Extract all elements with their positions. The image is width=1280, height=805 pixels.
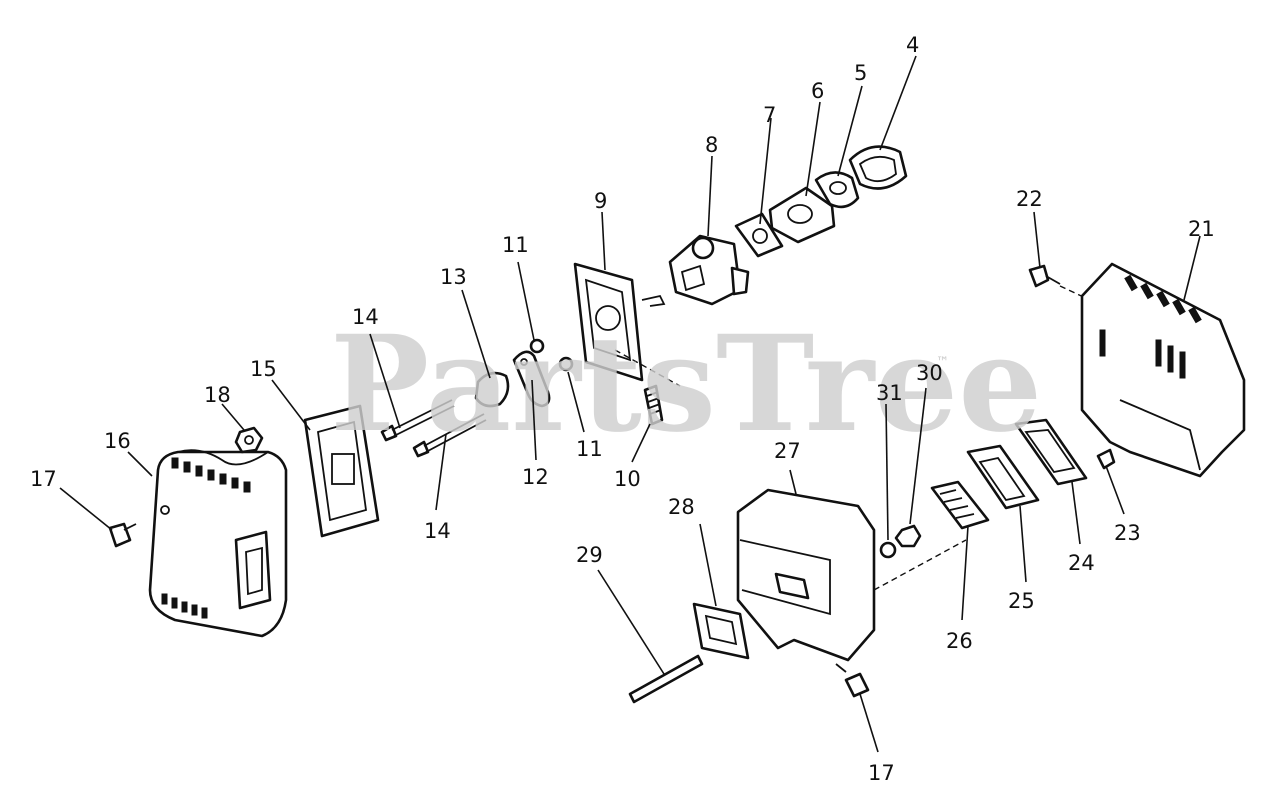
callout-16[interactable]: 16: [104, 429, 131, 453]
exhaust-gasket[interactable]: [966, 444, 1040, 510]
carburetor[interactable]: [668, 234, 750, 306]
callout-11-lower[interactable]: 11: [576, 437, 603, 461]
callout-29[interactable]: 29: [576, 543, 603, 567]
bolt-upper-right[interactable]: [1028, 264, 1091, 301]
callout-31[interactable]: 31: [876, 381, 903, 405]
callout-5[interactable]: 5: [854, 61, 867, 85]
screw-left[interactable]: [108, 522, 137, 548]
callout-13[interactable]: 13: [440, 265, 467, 289]
muffler-gasket[interactable]: [692, 602, 750, 660]
callout-28[interactable]: 28: [668, 495, 695, 519]
callout-18[interactable]: 18: [204, 383, 231, 407]
callout-10[interactable]: 10: [614, 467, 641, 491]
callout-27[interactable]: 27: [774, 439, 801, 463]
hex-nut[interactable]: [894, 524, 922, 548]
callout-4[interactable]: 4: [906, 33, 919, 57]
callout-6[interactable]: 6: [811, 79, 824, 103]
callout-7[interactable]: 7: [763, 103, 776, 127]
insulator-block[interactable]: [768, 186, 836, 244]
muffler-cover[interactable]: [1080, 262, 1246, 478]
callout-24[interactable]: 24: [1068, 551, 1095, 575]
callout-22[interactable]: 22: [1016, 187, 1043, 211]
small-nut-upper[interactable]: [529, 338, 545, 354]
callout-9[interactable]: 9: [594, 189, 607, 213]
filter-gasket[interactable]: [303, 404, 380, 538]
nut[interactable]: [234, 426, 264, 454]
muffler[interactable]: [736, 488, 967, 662]
watermark-text: PartsTree: [330, 307, 1042, 462]
callout-11-upper[interactable]: 11: [502, 233, 529, 257]
callout-26[interactable]: 26: [946, 629, 973, 653]
callout-8[interactable]: 8: [705, 133, 718, 157]
screw-bottom[interactable]: [835, 663, 870, 698]
spring[interactable]: [643, 384, 664, 426]
leader-lines: [59, 55, 1201, 753]
filter-plate[interactable]: [474, 371, 510, 408]
air-cleaner-cover[interactable]: [148, 449, 288, 638]
callout-numbers: 4 5 6 7 8 9 10 11 11 12 13 14 14 15 16 1…: [30, 33, 1215, 785]
small-nut-lower[interactable]: [558, 356, 574, 372]
callout-14-lower[interactable]: 14: [424, 519, 451, 543]
callout-21[interactable]: 21: [1188, 217, 1215, 241]
callout-23[interactable]: 23: [1114, 521, 1141, 545]
callout-17-left[interactable]: 17: [30, 467, 57, 491]
callout-14-upper[interactable]: 14: [352, 305, 379, 329]
heat-shield-plate[interactable]: [1014, 418, 1088, 486]
long-bolt-lower[interactable]: [412, 413, 487, 458]
washer[interactable]: [879, 541, 897, 559]
callout-12[interactable]: 12: [522, 465, 549, 489]
watermark-trademark: ™: [936, 355, 949, 370]
gasket-ring[interactable]: [848, 145, 908, 190]
screw-right[interactable]: [1096, 448, 1116, 470]
callout-30[interactable]: 30: [916, 361, 943, 385]
callout-15[interactable]: 15: [250, 357, 277, 381]
callout-25[interactable]: 25: [1008, 589, 1035, 613]
carburetor-gasket[interactable]: [734, 212, 784, 258]
carburetor-adapter-plate[interactable]: [573, 262, 681, 387]
long-bolt-upper[interactable]: [380, 399, 455, 442]
intake-gasket[interactable]: [814, 171, 860, 209]
callout-17-bottom[interactable]: 17: [868, 761, 895, 785]
spark-arrestor-screen[interactable]: [930, 480, 990, 530]
stud-bolt[interactable]: [628, 654, 704, 704]
